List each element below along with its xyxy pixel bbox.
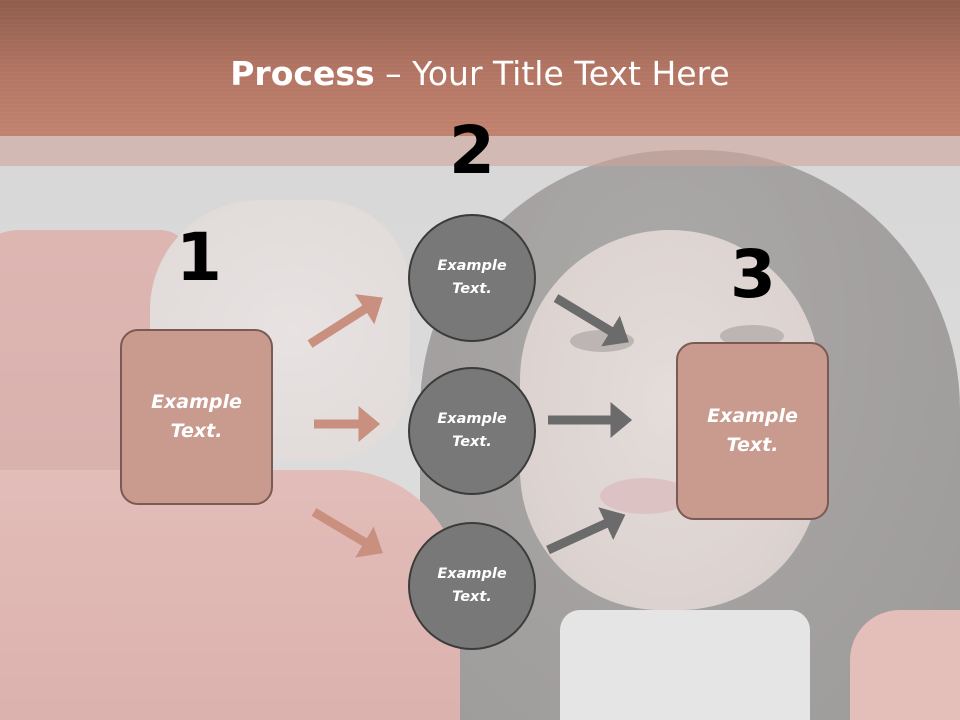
title-subband — [0, 136, 960, 166]
circle-1-line2: Text. — [452, 281, 492, 297]
circle-2-line1: Example — [437, 411, 507, 427]
right-box-line1: Example — [707, 405, 798, 427]
circle-3-line2: Text. — [452, 589, 492, 605]
title-bar — [0, 0, 960, 136]
title-bold: Process — [230, 54, 375, 93]
slide-title: Process – Your Title Text Here — [0, 52, 960, 96]
circle-2-line2: Text. — [452, 434, 492, 450]
step-number-2: 2 — [449, 112, 495, 189]
circle-1-line1: Example — [437, 258, 507, 274]
left-box-line2: Text. — [170, 420, 223, 442]
left-box-line1: Example — [151, 391, 242, 413]
step-number-3: 3 — [730, 236, 776, 313]
title-rest: – Your Title Text Here — [374, 54, 730, 93]
step-number-1: 1 — [176, 219, 222, 296]
circle-3-line1: Example — [437, 566, 507, 582]
right-box-line2: Text. — [726, 434, 779, 456]
